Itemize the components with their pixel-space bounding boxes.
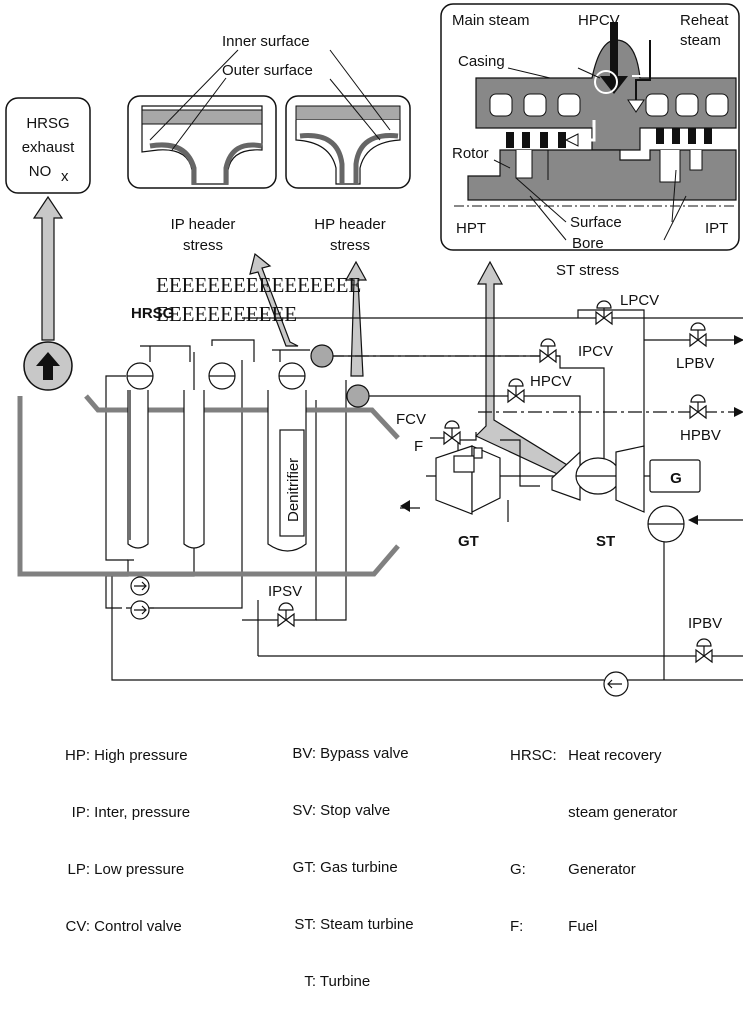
ipt-label: IPT (705, 220, 728, 237)
denitrifier-label: Denitrifier (285, 458, 302, 522)
plant-diagram: HRSG exhaust NO x IP header stress HP he… (0, 0, 743, 808)
ip-header-node (311, 345, 333, 367)
hrsg-exhaust-line2: exhaust (22, 139, 75, 156)
ipsv-label: IPSV (268, 583, 302, 600)
st-label: ST (596, 533, 615, 550)
legend-item: ST: Steam turbine (282, 915, 414, 934)
st-hpcv-label: HPCV (578, 12, 620, 29)
legend-item: HP: High pressure (52, 746, 190, 765)
legend-item: BV: Bypass valve (282, 744, 414, 763)
reheat-label2: steam (680, 32, 721, 49)
lpcv-label: LPCV (620, 292, 659, 309)
ipcv-label: IPCV (578, 343, 613, 360)
gt-label: GT (458, 533, 479, 550)
lpbv-label: LPBV (676, 355, 714, 372)
legend-item: IP: Inter, pressure (52, 803, 190, 822)
ipbv-label: IPBV (688, 615, 722, 632)
hrsg-exhaust-line1: HRSG (26, 115, 69, 132)
hpcv-label: HPCV (530, 373, 572, 390)
fcv-label: FCV (396, 411, 426, 428)
hpbv-label: HPBV (680, 427, 721, 444)
rotor-label: Rotor (452, 145, 489, 162)
hpt-label: HPT (456, 220, 486, 237)
legend-col1: HP: High pressure IP: Inter, pressure LP… (52, 708, 190, 955)
hrsg-exhaust-line3: NO (29, 163, 52, 180)
steam-turbine (552, 446, 700, 542)
legend-item: F: Fuel (510, 917, 677, 936)
st-stress-caption: ST stress (556, 262, 619, 279)
gas-path (20, 396, 398, 574)
inner-surface-label: Inner surface (222, 33, 310, 50)
hp-header-label1: HP header (314, 216, 385, 233)
legend-item: HRSC: Heat recovery (510, 746, 677, 765)
legend-item: LP: Low pressure (52, 860, 190, 879)
hp-header-box (286, 96, 410, 188)
hrsg-drums (127, 340, 310, 551)
main-steam-label: Main steam (452, 12, 530, 29)
legend-item: steam generator (510, 803, 677, 822)
casing-label: Casing (458, 53, 505, 70)
hp-header-label2: stress (330, 237, 370, 254)
generator-label: G (670, 470, 682, 487)
gas-turbine (436, 446, 500, 514)
bore-label: Bore (572, 235, 604, 252)
surface-label: Surface (570, 214, 622, 231)
overlay-text-1: EEEEEEEEEEEEEEEE (156, 273, 361, 297)
ip-header-label1: IP header (171, 216, 236, 233)
legend-item: CV: Control valve (52, 917, 190, 936)
legend-item: G: Generator (510, 860, 677, 879)
hrsg-exhaust-subscript: x (61, 168, 69, 185)
legend-col2: BV: Bypass valve SV: Stop valve GT: Gas … (282, 706, 414, 1010)
hp-header-node (347, 385, 369, 407)
overlay-text-2: EEEEEEEEEEE (156, 302, 297, 326)
nox-flow-arrow (34, 197, 62, 340)
hrsg-exhaust-box: HRSG exhaust NO x (6, 98, 90, 193)
legend-item: T: Turbine (282, 972, 414, 991)
legend-item: GT: Gas turbine (282, 858, 414, 877)
gt-exhaust-arrowhead (400, 500, 410, 512)
pumps (131, 577, 628, 696)
ip-header-label2: stress (183, 237, 223, 254)
legend-item: SV: Stop valve (282, 801, 414, 820)
legend-col3: HRSC: Heat recovery steam generator G: G… (510, 708, 677, 955)
fuel-label: F (414, 438, 423, 455)
reheat-label1: Reheat (680, 12, 729, 29)
stack-icon (24, 342, 72, 390)
outer-surface-label: Outer surface (222, 62, 313, 79)
